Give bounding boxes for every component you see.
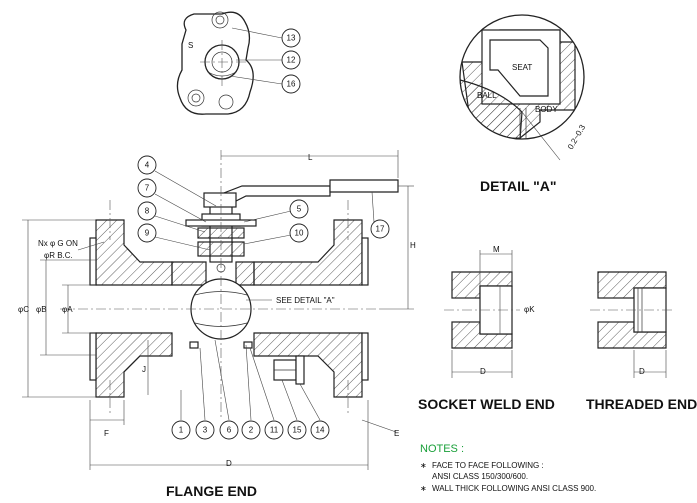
balloon-5: 5 bbox=[289, 199, 309, 219]
dim-e: E bbox=[394, 429, 399, 438]
see-detail-label: SEE DETAIL "A" bbox=[276, 296, 335, 305]
socket-dim-d: D bbox=[480, 367, 486, 376]
note-2: ANSI CLASS 150/300/600. bbox=[432, 472, 528, 481]
svg-text:13: 13 bbox=[287, 34, 296, 43]
socket-weld-view: M φK D SOCKET WELD END bbox=[418, 245, 555, 412]
balloon-6: 6 bbox=[219, 420, 239, 440]
top-view-leaders bbox=[229, 27, 283, 85]
socket-dim-k: φK bbox=[524, 305, 535, 314]
balloon-8: 8 bbox=[137, 201, 157, 221]
detail-clearance-label: 0.2~0.3 bbox=[566, 123, 588, 151]
svg-text:16: 16 bbox=[287, 80, 296, 89]
svg-text:15: 15 bbox=[293, 426, 302, 435]
svg-text:10: 10 bbox=[295, 229, 304, 238]
balloon-4: 4 bbox=[137, 155, 157, 175]
threaded-dim-d: D bbox=[639, 367, 645, 376]
balloon-9: 9 bbox=[137, 223, 157, 243]
dim-b: φB bbox=[36, 305, 47, 314]
balloon-15: 15 bbox=[287, 420, 307, 440]
balloon-16: 16 bbox=[281, 74, 301, 94]
flange-end-title: FLANGE END bbox=[166, 483, 257, 499]
dim-bolt-circle: φR B.C. bbox=[44, 251, 73, 260]
detail-a-title: DETAIL "A" bbox=[480, 178, 557, 194]
dim-holes: Nx φ G ON bbox=[38, 239, 78, 248]
balloon-7: 7 bbox=[137, 178, 157, 198]
flange-end-view bbox=[60, 150, 399, 420]
dim-c: φC bbox=[18, 305, 29, 314]
dim-f: F bbox=[104, 429, 109, 438]
threaded-view: D THREADED END bbox=[586, 271, 697, 412]
balloon-10: 10 bbox=[289, 223, 309, 243]
balloon-leaders bbox=[154, 170, 375, 421]
socket-weld-title: SOCKET WELD END bbox=[418, 396, 555, 412]
top-view: S bbox=[176, 11, 254, 115]
balloon-3: 3 bbox=[195, 420, 215, 440]
svg-text:1: 1 bbox=[179, 426, 184, 435]
s-mark: S bbox=[188, 41, 193, 50]
threaded-title: THREADED END bbox=[586, 396, 697, 412]
svg-text:6: 6 bbox=[227, 426, 232, 435]
balloon-12: 12 bbox=[281, 50, 301, 70]
dim-l: L bbox=[308, 153, 313, 162]
note-3: WALL THICK FOLLOWING ANSI CLASS 900. bbox=[432, 484, 596, 493]
detail-a-view: SEAT BALL BODY 0.2~0.3 DETAIL "A" bbox=[459, 14, 588, 194]
svg-text:14: 14 bbox=[316, 426, 325, 435]
dim-a: φA bbox=[62, 305, 73, 314]
balloon-17: 17 bbox=[370, 219, 390, 239]
note-bullet-1: ∗ bbox=[420, 461, 427, 470]
dim-j: J bbox=[142, 365, 146, 374]
dim-d: D bbox=[226, 459, 232, 468]
dim-h: H bbox=[410, 241, 416, 250]
balloon-13: 13 bbox=[281, 28, 301, 48]
svg-text:8: 8 bbox=[145, 207, 150, 216]
svg-text:11: 11 bbox=[270, 426, 279, 435]
socket-dim-m: M bbox=[493, 245, 500, 254]
balloon-2: 2 bbox=[241, 420, 261, 440]
svg-text:3: 3 bbox=[203, 426, 208, 435]
svg-text:17: 17 bbox=[376, 225, 385, 234]
flange-dimensions: Nx φ G ON φR B.C. φC φB φA J F E D L H S… bbox=[18, 150, 416, 499]
detail-seat-label: SEAT bbox=[512, 63, 532, 72]
note-1: FACE TO FACE FOLLOWING : bbox=[432, 461, 544, 470]
notes-title: NOTES : bbox=[420, 443, 464, 455]
svg-text:9: 9 bbox=[145, 229, 150, 238]
svg-text:7: 7 bbox=[145, 184, 150, 193]
detail-body-label: BODY bbox=[535, 105, 558, 114]
balloon-14: 14 bbox=[310, 420, 330, 440]
notes-block: NOTES : ∗ FACE TO FACE FOLLOWING : ANSI … bbox=[420, 443, 596, 493]
balloon-11: 11 bbox=[264, 420, 284, 440]
svg-text:2: 2 bbox=[249, 426, 254, 435]
balloon-1: 1 bbox=[171, 420, 191, 440]
detail-ball-label: BALL bbox=[477, 91, 497, 100]
note-bullet-2: ∗ bbox=[420, 484, 427, 493]
svg-text:4: 4 bbox=[145, 161, 150, 170]
svg-text:5: 5 bbox=[297, 205, 302, 214]
svg-text:12: 12 bbox=[287, 56, 296, 65]
